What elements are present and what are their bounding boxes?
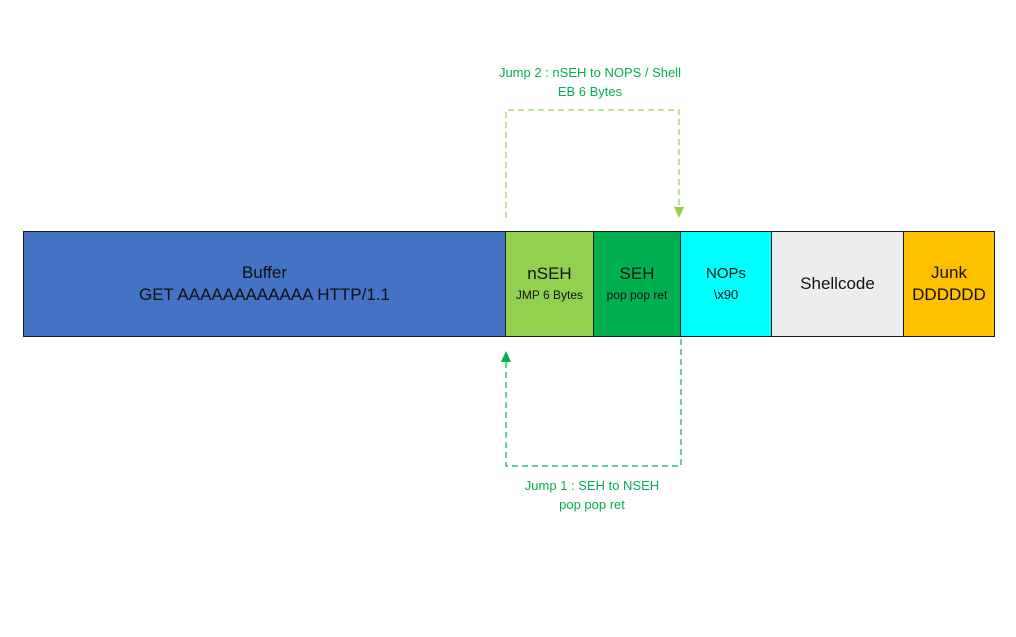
jump2-label: Jump 2 : nSEH to NOPS / Shell EB 6 Bytes — [470, 63, 710, 101]
seh-segment: SEH pop pop ret — [593, 231, 681, 337]
jump2-title: Jump 2 : nSEH to NOPS / Shell — [498, 65, 682, 80]
nseh-detail: JMP 6 Bytes — [515, 288, 584, 302]
junk-detail: DDDDDD — [912, 285, 986, 304]
junk-title: Junk — [931, 263, 967, 282]
nops-segment: NOPs \x90 — [680, 231, 772, 337]
jump2-detail: EB 6 Bytes — [557, 84, 623, 99]
seh-title: SEH — [619, 264, 655, 283]
nseh-title: nSEH — [527, 264, 572, 283]
nops-title: NOPs — [705, 265, 746, 282]
nseh-segment: nSEH JMP 6 Bytes — [505, 231, 594, 337]
jump1-arrowhead — [501, 351, 511, 362]
jump2-arrowhead — [674, 207, 684, 218]
shellcode-title: Shellcode — [800, 274, 875, 293]
jump1-title: Jump 1 : SEH to NSEH — [524, 478, 660, 493]
jump1-label: Jump 1 : SEH to NSEH pop pop ret — [492, 476, 692, 514]
buffer-title: Buffer — [241, 263, 288, 282]
shellcode-segment: Shellcode — [771, 231, 904, 337]
seh-detail: pop pop ret — [606, 288, 668, 302]
jump1-detail: pop pop ret — [559, 497, 625, 512]
buffer-segment: Buffer GET AAAAAAAAAAAA HTTP/1.1 — [23, 231, 506, 337]
buffer-detail: GET AAAAAAAAAAAA HTTP/1.1 — [138, 285, 390, 304]
junk-segment: Junk DDDDDD — [903, 231, 995, 337]
jump2-arrow-path — [505, 109, 680, 218]
nops-detail: \x90 — [713, 287, 739, 302]
jump1-arrow-path — [505, 339, 682, 467]
